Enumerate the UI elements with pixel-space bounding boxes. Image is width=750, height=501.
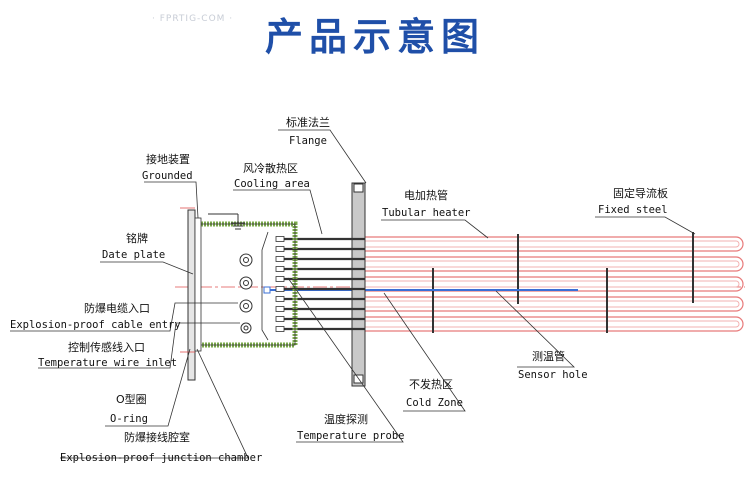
svg-text:Explosion-proof junction chamb: Explosion-proof junction chamber [60, 452, 262, 464]
leader-lines [10, 129, 696, 459]
terminal-nut [275, 276, 285, 282]
label-chamber: 防爆接线腔室 Explosion-proof junction chamber [60, 430, 262, 464]
terminal-nut [275, 306, 285, 312]
terminal-nut [275, 246, 285, 252]
terminal-nut [275, 236, 285, 242]
heater-tube [365, 276, 744, 292]
label-plate: 铭牌 Date plate [102, 231, 165, 261]
terminal-nut [275, 266, 285, 272]
svg-text:Explosion-proof cable entry: Explosion-proof cable entry [10, 319, 181, 331]
terminal-nut [275, 256, 285, 262]
svg-text:Sensor hole: Sensor hole [518, 369, 588, 381]
svg-text:不发热区: 不发热区 [409, 377, 453, 391]
svg-text:Grounded: Grounded [142, 170, 193, 182]
terminal-nut [275, 296, 285, 302]
heater-tube [365, 296, 744, 312]
flange-plate [351, 182, 366, 387]
label-cable: 防爆电缆入口 Explosion-proof cable entry [10, 301, 181, 331]
heater-tube [365, 260, 740, 268]
svg-text:Cooling area: Cooling area [234, 178, 310, 190]
mount-plate [187, 209, 196, 381]
heater-tube [365, 320, 740, 328]
ground-symbol [208, 213, 245, 230]
terminal-nut [275, 286, 285, 292]
svg-text:O型圈: O型圈 [116, 392, 147, 406]
svg-text:Temperature wire inlet: Temperature wire inlet [38, 357, 177, 369]
svg-text:标准法兰: 标准法兰 [286, 115, 330, 129]
heater-tube [365, 280, 740, 288]
svg-text:风冷散热区: 风冷散热区 [243, 161, 298, 175]
page-title: 产品示意图 [264, 14, 485, 59]
svg-text:Temperature probe: Temperature probe [297, 430, 404, 442]
heater-tube [365, 316, 744, 332]
mount-flange [194, 217, 202, 352]
svg-text:测温管: 测温管 [532, 349, 565, 363]
svg-text:电加热管: 电加热管 [404, 188, 448, 202]
label-flange: 标准法兰 Flange [286, 115, 330, 147]
svg-text:接地装置: 接地装置 [146, 153, 190, 166]
svg-text:防爆电缆入口: 防爆电缆入口 [84, 301, 150, 315]
label-cold: 不发热区 Cold Zone [406, 377, 463, 409]
svg-text:O-ring: O-ring [110, 413, 148, 425]
label-sensor: 测温管 Sensor hole [518, 349, 588, 381]
label-grounded: 接地装置 Grounded [142, 153, 193, 182]
watermark: · FPRTIG-COM · [152, 14, 234, 24]
terminal-nut [275, 316, 285, 322]
svg-text:控制传感线入口: 控制传感线入口 [68, 340, 145, 354]
label-fixed: 固定导流板 Fixed steel [598, 186, 668, 216]
label-probe: 温度探测 Temperature probe [297, 412, 404, 442]
heater-tube [365, 236, 744, 252]
svg-text:固定导流板: 固定导流板 [613, 186, 668, 200]
svg-text:温度探测: 温度探测 [324, 412, 368, 426]
svg-text:Date plate: Date plate [102, 249, 165, 261]
cable-entries [239, 253, 253, 334]
sensor-tube-head [263, 286, 271, 294]
heater-tube [365, 256, 744, 272]
label-cooling: 风冷散热区 Cooling area [234, 161, 310, 190]
svg-text:铭牌: 铭牌 [126, 231, 148, 245]
svg-text:Tubular heater: Tubular heater [382, 207, 471, 219]
heater-tube [365, 300, 740, 308]
heater-tubes [365, 236, 744, 332]
svg-text:Flange: Flange [289, 135, 327, 147]
label-oring: O型圈 O-ring [110, 392, 148, 425]
label-wire: 控制传感线入口 Temperature wire inlet [38, 340, 177, 369]
chamber-inner-bracket [261, 231, 269, 341]
terminal-nut [275, 326, 285, 332]
label-heater: 电加热管 Tubular heater [382, 188, 471, 219]
heater-tube [365, 240, 740, 248]
svg-text:Fixed steel: Fixed steel [598, 204, 668, 216]
svg-text:Cold Zone: Cold Zone [406, 397, 463, 409]
fixed-steel-plates [432, 232, 694, 333]
svg-text:防爆接线腔室: 防爆接线腔室 [124, 430, 190, 444]
